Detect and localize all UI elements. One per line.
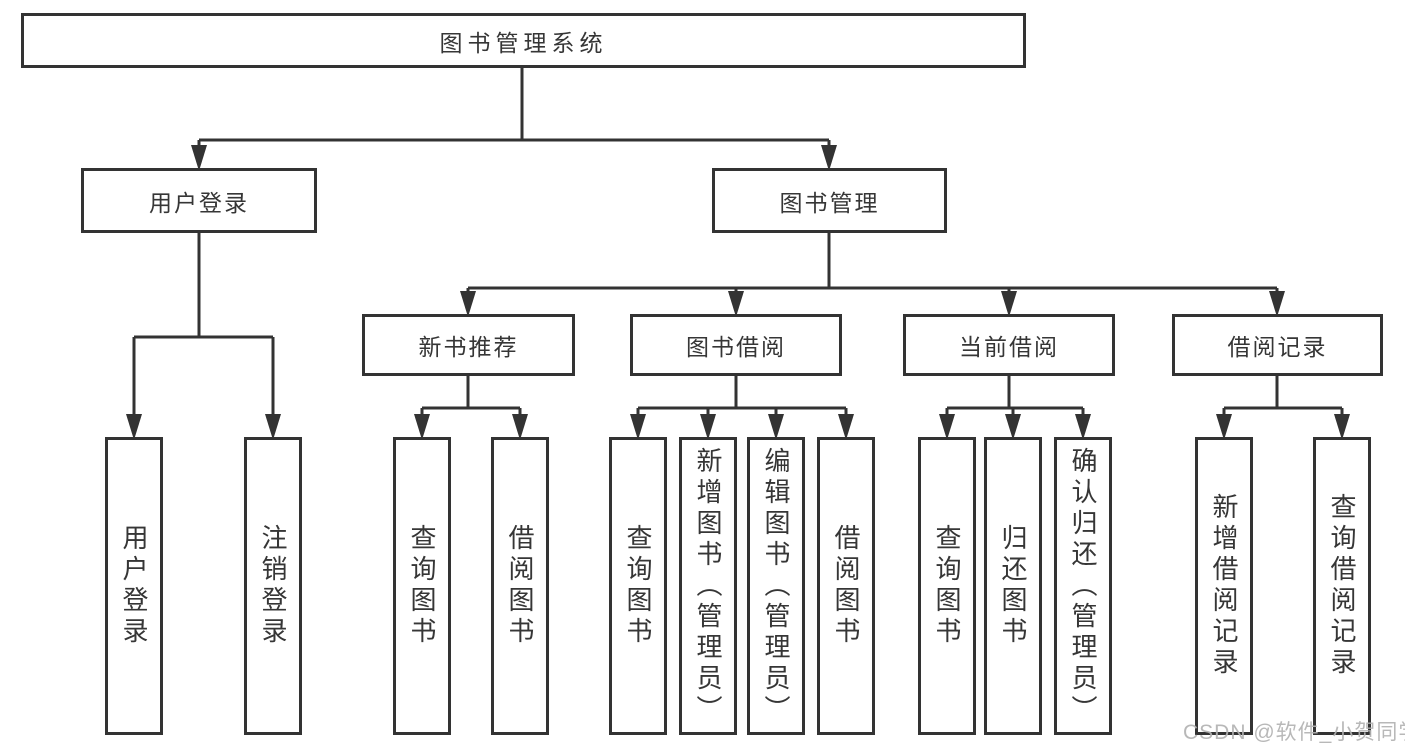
- arrowhead: [1075, 414, 1091, 440]
- leaf-borrow-borrow-book-label: 借阅图书: [831, 524, 861, 648]
- arrowhead: [414, 414, 430, 440]
- edge-book-borrow-to-leaves: [636, 376, 848, 435]
- arrowhead: [126, 414, 142, 440]
- arrowhead: [1269, 291, 1285, 317]
- leaf-current-query-book-label: 查询图书: [932, 524, 962, 648]
- node-user-login: 用户登录: [81, 168, 317, 233]
- node-book-borrow: 图书借阅: [630, 314, 842, 376]
- node-root-label: 图书管理系统: [439, 29, 608, 56]
- leaf-user-login: 用户登录: [105, 437, 163, 735]
- leaf-newbook-borrow-book-label: 借阅图书: [505, 524, 535, 648]
- leaf-current-query-book: 查询图书: [918, 437, 976, 735]
- edge-root-to-level2: [197, 68, 831, 166]
- leaf-current-confirm-return-admin-label: 确认归还（管理员）: [1068, 446, 1098, 726]
- leaf-borrow-add-book-admin-label: 新增图书（管理员）: [693, 446, 723, 726]
- arrowhead: [700, 414, 716, 440]
- arrowhead: [512, 414, 528, 440]
- node-borrow-records: 借阅记录: [1172, 314, 1383, 376]
- arrowhead: [1001, 291, 1017, 317]
- leaf-newbook-query-book: 查询图书: [393, 437, 451, 735]
- node-current-borrow: 当前借阅: [903, 314, 1115, 376]
- leaf-logout-label: 注销登录: [258, 524, 288, 648]
- arrowhead: [768, 414, 784, 440]
- arrowhead: [630, 414, 646, 440]
- leaf-current-confirm-return-admin: 确认归还（管理员）: [1054, 437, 1112, 735]
- watermark: CSDN @软件_小贺同学: [1183, 721, 1405, 744]
- leaf-current-return-book-label: 归还图书: [998, 524, 1028, 648]
- node-new-book-recommend-label: 新书推荐: [418, 334, 519, 360]
- leaf-current-return-book: 归还图书: [984, 437, 1042, 735]
- edge-new-book-recommend-to-leaves: [420, 376, 522, 435]
- leaf-borrow-query-book-label: 查询图书: [623, 524, 653, 648]
- leaf-records-add-record-label: 新增借阅记录: [1209, 493, 1239, 679]
- leaf-records-query-record-label: 查询借阅记录: [1327, 493, 1357, 679]
- leaf-borrow-borrow-book: 借阅图书: [817, 437, 875, 735]
- arrowhead: [1334, 414, 1350, 440]
- leaf-records-add-record: 新增借阅记录: [1195, 437, 1253, 735]
- arrowhead: [460, 291, 476, 317]
- arrowhead: [838, 414, 854, 440]
- arrowhead: [939, 414, 955, 440]
- leaf-borrow-edit-book-admin-label: 编辑图书（管理员）: [761, 446, 791, 726]
- node-book-management: 图书管理: [712, 168, 947, 233]
- node-current-borrow-label: 当前借阅: [959, 334, 1059, 360]
- leaf-borrow-query-book: 查询图书: [609, 437, 667, 735]
- arrowhead: [265, 414, 281, 440]
- node-borrow-records-label: 借阅记录: [1227, 334, 1328, 360]
- arrowhead: [191, 145, 207, 171]
- arrowhead: [821, 145, 837, 171]
- leaf-borrow-edit-book-admin: 编辑图书（管理员）: [747, 437, 805, 735]
- leaf-logout: 注销登录: [244, 437, 302, 735]
- edge-book-management-to-level3: [466, 233, 1279, 312]
- node-new-book-recommend: 新书推荐: [362, 314, 575, 376]
- leaf-user-login-label: 用户登录: [119, 524, 149, 648]
- edge-borrow-records-to-leaves: [1222, 376, 1344, 435]
- arrowhead: [728, 291, 744, 317]
- leaf-records-query-record: 查询借阅记录: [1313, 437, 1371, 735]
- node-book-borrow-label: 图书借阅: [686, 334, 786, 360]
- edge-user-login-to-leaves: [132, 233, 275, 435]
- leaf-newbook-query-book-label: 查询图书: [407, 524, 437, 648]
- leaf-borrow-add-book-admin: 新增图书（管理员）: [679, 437, 737, 735]
- arrowhead: [1005, 414, 1021, 440]
- node-root: 图书管理系统: [21, 13, 1026, 68]
- node-book-management-label: 图书管理: [779, 189, 880, 216]
- leaf-newbook-borrow-book: 借阅图书: [491, 437, 549, 735]
- arrowhead: [1216, 414, 1232, 440]
- node-user-login-label: 用户登录: [149, 189, 249, 216]
